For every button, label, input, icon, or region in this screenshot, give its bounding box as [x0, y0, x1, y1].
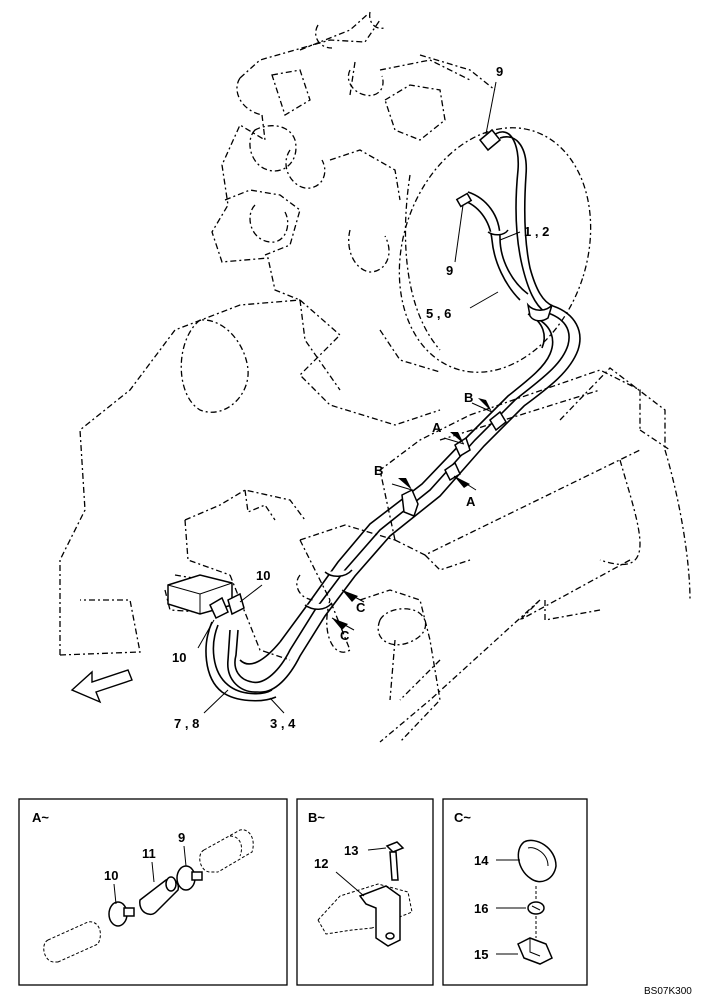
callout-1-2: 1 , 2	[524, 224, 549, 239]
bolt-13	[385, 841, 405, 881]
detail-c-title: C~	[454, 810, 471, 825]
callout-b-upper: B	[464, 390, 473, 405]
bracket-12	[358, 885, 401, 947]
callout-a-lower: A	[466, 494, 476, 509]
detail-a-title: A~	[32, 810, 49, 825]
front-direction-arrow	[70, 669, 133, 704]
leader-lines	[197, 81, 521, 714]
hose-clamp-9	[176, 865, 203, 891]
radiator-outline	[398, 127, 592, 373]
callout-7-8: 7 , 8	[174, 716, 199, 731]
hose-clamp-10	[108, 901, 135, 927]
frame-ghost	[317, 883, 413, 935]
callout-9-top: 9	[496, 64, 503, 79]
callout-9-mid: 9	[446, 263, 453, 278]
detail-c-label-16: 16	[474, 901, 488, 916]
tie-base-15	[517, 937, 553, 965]
detail-b-label-13: 13	[344, 843, 358, 858]
callout-c-lower: C	[340, 628, 350, 643]
callout-c-upper: C	[356, 600, 366, 615]
joint-pipe-11	[139, 876, 180, 916]
detail-a-panel: A~ 10 11 9	[18, 798, 288, 986]
detail-c-label-14: 14	[474, 853, 489, 868]
detail-c-label-15: 15	[474, 947, 488, 962]
detail-a-label-11: 11	[142, 846, 156, 861]
hose-bundle	[205, 305, 581, 702]
callout-a-upper: A	[432, 420, 442, 435]
detail-c-panel: C~ 14 16 15	[442, 798, 588, 986]
main-clamps	[209, 128, 553, 620]
detail-a-label-10: 10	[104, 868, 118, 883]
hose-stub-left	[43, 921, 101, 963]
hose-stub-right	[199, 829, 254, 873]
callout-10-upper: 10	[256, 568, 270, 583]
machine-frame-outline	[59, 299, 691, 743]
detail-a-label-9: 9	[178, 830, 185, 845]
engine-outline	[211, 11, 496, 391]
callout-b-lower: B	[374, 463, 383, 478]
pointer-arrows	[331, 398, 493, 631]
return-hose	[489, 131, 554, 313]
callout-3-4: 3 , 4	[270, 716, 296, 731]
detail-b-title: B~	[308, 810, 325, 825]
callout-5-6: 5 , 6	[426, 306, 451, 321]
main-frame-outline	[164, 369, 671, 743]
detail-b-panel: B~ 13 12	[296, 798, 434, 986]
cable-tie-14	[517, 839, 557, 883]
detail-b-label-12: 12	[314, 856, 328, 871]
suction-hose	[461, 191, 529, 301]
figure-code: BS07K300	[644, 986, 692, 997]
screw-16	[527, 901, 545, 915]
callout-10-lower: 10	[172, 650, 186, 665]
